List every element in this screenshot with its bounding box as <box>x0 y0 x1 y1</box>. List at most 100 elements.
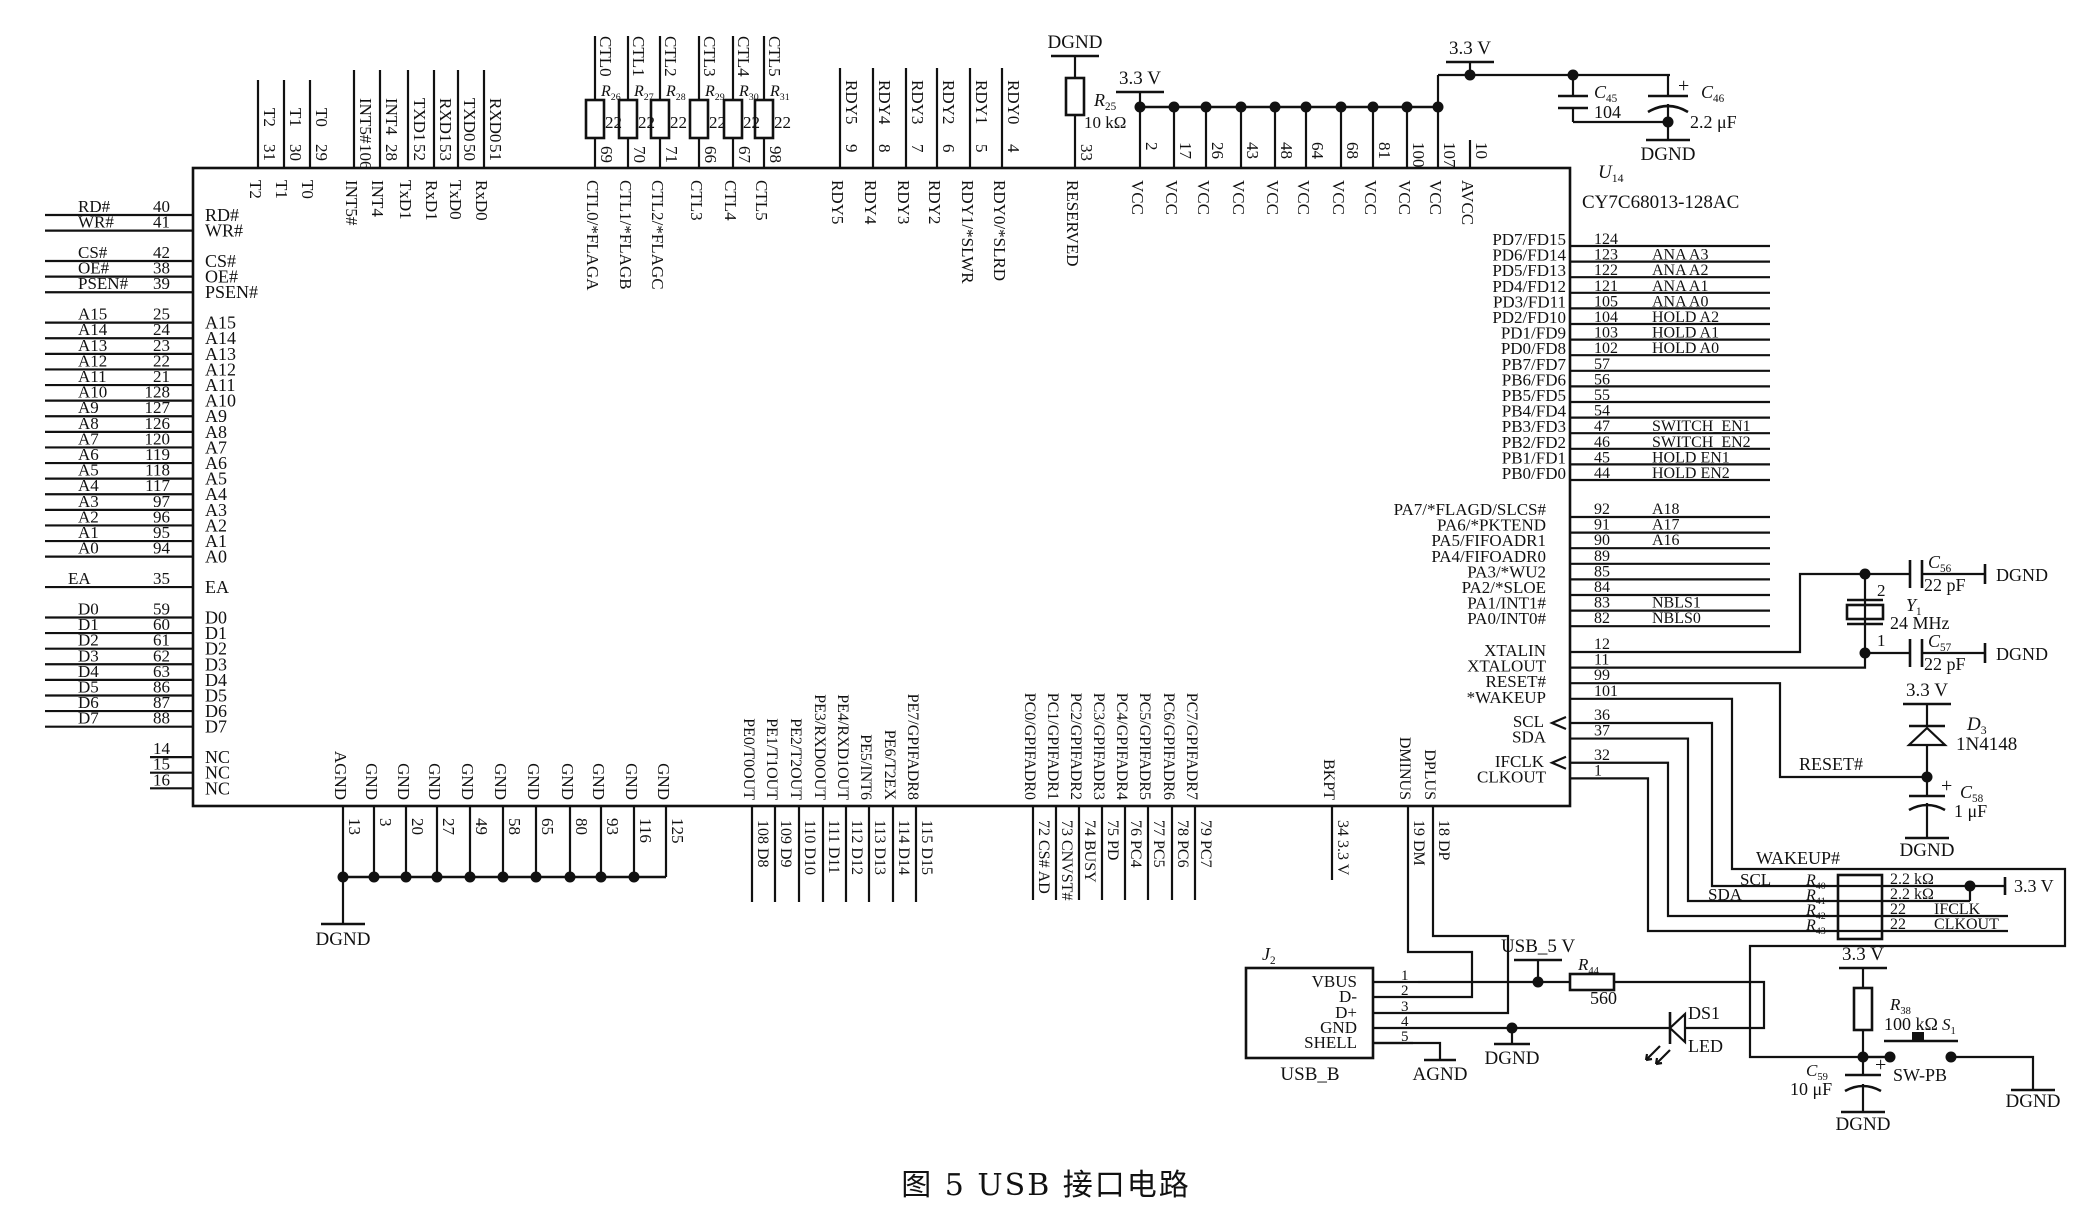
top-pin-number: 50 <box>460 144 479 161</box>
top-pin-name: TxD1 <box>396 180 415 220</box>
vcc-pin-name: VCC <box>1294 180 1313 215</box>
top-net-label: T1 <box>286 108 305 127</box>
bkpt-pin-label: 34 3.3 V <box>1334 820 1351 876</box>
switch-gnd-wire <box>1951 1055 2035 1090</box>
gnd-pin-name: AGND <box>331 751 350 800</box>
gnd-pin-name: GND <box>458 763 477 800</box>
top-pin-number: 29 <box>312 144 331 161</box>
reserved-pin-name: RESERVED <box>1063 180 1082 266</box>
ctl-resistor-ref: R30 <box>738 83 759 103</box>
vcc-pin-number: 48 <box>1277 142 1296 159</box>
dminus-pin-name: DMINUS <box>1396 737 1413 800</box>
usb-pin-name: GND <box>1320 1018 1357 1037</box>
rdy-net-label: RDY4 <box>875 80 894 125</box>
wakeup-junction <box>1857 1051 1869 1063</box>
rdy-pin-name: RDY0/*SLRD <box>990 180 1009 281</box>
left-net-label: D3 <box>78 646 99 665</box>
vcc-pin-name: VCC <box>1194 180 1213 215</box>
ctl-resistor-value: 22 <box>709 113 726 132</box>
right-pin-number: 102 <box>1594 340 1618 357</box>
left-net-label: PSEN# <box>78 274 129 293</box>
left-pin-name: A15 <box>205 313 236 333</box>
led-ref: DS1 <box>1688 1003 1720 1023</box>
crystal-frequency: 24 MHz <box>1890 613 1950 633</box>
left-net-label: D4 <box>78 662 99 681</box>
left-pin-number: 117 <box>145 476 170 495</box>
pe-pin-name: PE4/RXD1OUT <box>834 694 851 800</box>
pe-pin-name: PE6/T2EX <box>881 730 898 801</box>
top-net-label: INT4 <box>382 98 401 135</box>
right-pin-name: PD0/FD8 <box>1501 339 1566 358</box>
top-net-label: INT5# <box>356 98 375 144</box>
left-pin-name: RD# <box>205 205 239 225</box>
scl-wire <box>1570 721 1838 888</box>
vcc-junction <box>1300 101 1312 113</box>
right-net-label: ANA A2 <box>1652 262 1708 279</box>
c58-gnd-label: DGND <box>1900 840 1955 861</box>
rdy-net-label: RDY2 <box>939 80 958 124</box>
left-pin-name: A7 <box>205 437 227 457</box>
ctl-resistor-value: 22 <box>670 113 687 132</box>
ctl-pin-number: 70 <box>630 146 649 163</box>
right-net-label: ANA A3 <box>1652 247 1708 264</box>
switch-contact <box>1884 1051 1896 1063</box>
misc-pin-number: 1 <box>1594 762 1602 779</box>
led-wire <box>1614 980 1766 1030</box>
right-pin-number: 57 <box>1594 356 1610 373</box>
c59-polarity: + <box>1875 1054 1886 1076</box>
left-net-label: A8 <box>78 414 99 433</box>
left-net-label: A4 <box>78 476 99 495</box>
c59-value: 10 μF <box>1790 1079 1832 1099</box>
rdy-pin-number: 4 <box>1004 144 1023 153</box>
right-net-label: SWITCH_EN2 <box>1652 434 1751 451</box>
pc-pin-label: 75 PD <box>1104 820 1121 860</box>
crystal-junction <box>1859 647 1871 659</box>
left-net-label: D2 <box>78 631 99 650</box>
left-pin-name: D0 <box>205 607 227 627</box>
left-pin-name: OE# <box>205 267 238 287</box>
left-net-label: A2 <box>78 507 99 526</box>
left-pin-number: 22 <box>153 351 170 370</box>
right-pin-number: 46 <box>1594 434 1610 451</box>
right-pin-name: PB5/FD5 <box>1502 386 1566 405</box>
crystal-pin-1: 1 <box>1877 631 1886 650</box>
usb-pin-name: D+ <box>1335 1003 1357 1022</box>
left-net-label: A12 <box>78 351 107 370</box>
left-pin-name: D5 <box>205 685 227 705</box>
gnd-junction <box>530 871 542 883</box>
left-pin-number: 87 <box>153 693 171 712</box>
pa-pin-name: PA6/*PKTEND <box>1437 516 1546 535</box>
ctl-pin-number: 69 <box>597 146 616 163</box>
pa-net-label: NBLS1 <box>1652 595 1701 612</box>
ctl-resistor-value: 22 <box>605 113 622 132</box>
top-pin-number: 106 <box>356 144 375 170</box>
ctl-pin-number: 98 <box>766 146 785 163</box>
shell-wire <box>1373 1041 1442 1060</box>
misc-pin-name: XTALOUT <box>1467 657 1547 676</box>
left-pin-name: A11 <box>205 375 235 395</box>
ctl-net-label: CTL2 <box>661 36 680 77</box>
left-pin-number: 88 <box>153 709 170 728</box>
left-pin-name: A10 <box>205 391 236 411</box>
ctl-series-resistor <box>649 98 671 140</box>
left-pin-name: D2 <box>205 639 227 659</box>
right-pin-number: 47 <box>1594 418 1610 435</box>
gnd-pin-name: GND <box>491 763 510 800</box>
j2-ref: J2 <box>1262 944 1276 967</box>
misc-pin-number: 11 <box>1594 652 1609 669</box>
ctl-series-resistor <box>617 98 639 140</box>
left-pin-number: 126 <box>145 414 171 433</box>
usb-gnd-label: DGND <box>1485 1048 1540 1069</box>
left-pin-name: D7 <box>205 717 227 737</box>
c59-gnd-label: DGND <box>1836 1114 1891 1135</box>
top-pin-number: 30 <box>286 144 305 161</box>
ctl-net-label: CTL0 <box>596 36 615 77</box>
misc-pin-name: CLKOUT <box>1477 767 1547 786</box>
clkout-wire <box>1570 777 1838 933</box>
gnd-junction <box>400 871 412 883</box>
gnd-pin-number: 27 <box>439 818 458 836</box>
misc-pin-number: 36 <box>1594 707 1610 724</box>
left-pin-number: 61 <box>153 631 170 650</box>
pc-pin-name: PC7/GPIFADR7 <box>1183 693 1200 800</box>
left-net-label: OE# <box>78 259 110 278</box>
